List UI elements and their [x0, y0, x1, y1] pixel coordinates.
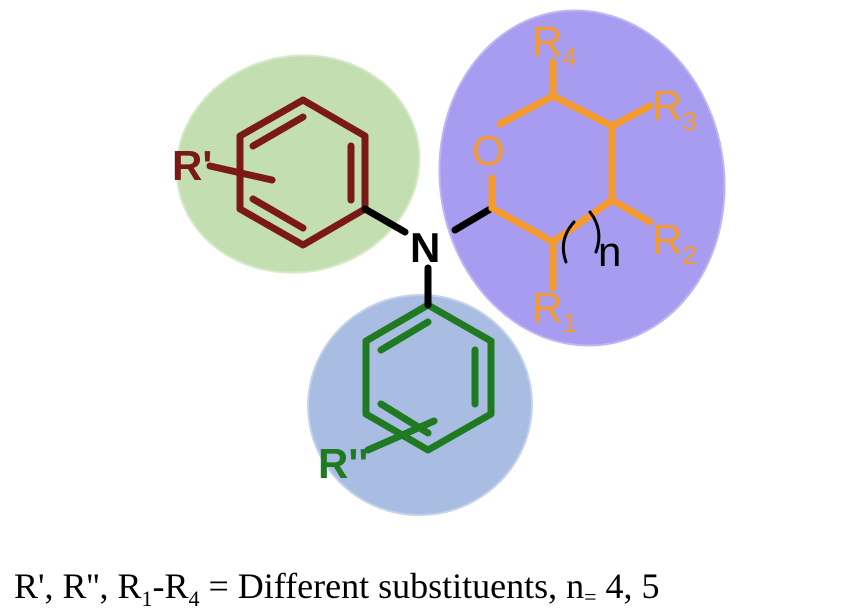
r2-substituent: R2: [652, 216, 697, 270]
repeat-unit-brackets: [561, 210, 601, 264]
upper-phenyl-ring: [206, 96, 369, 249]
r1-substituent: R1: [532, 284, 577, 338]
nitrogen-atom: N: [410, 224, 440, 271]
purple-highlight-ellipse: [438, 9, 726, 347]
green-highlight-ellipse: [175, 54, 421, 274]
caption-text: R', R'', R1-R4 = Different substituents,…: [14, 566, 660, 611]
r-prime-label: R': [172, 142, 212, 189]
lower-phenyl-ring: [362, 301, 495, 454]
r-double-prime-label: R'': [318, 440, 368, 487]
repeat-count-n: n: [598, 228, 621, 275]
r3-substituent: R3: [652, 82, 697, 136]
pyran-ring: [488, 58, 654, 292]
oxygen-atom: O: [472, 127, 505, 174]
nitrogen-bonds: [361, 204, 496, 309]
r4-substituent: R4: [532, 18, 577, 72]
